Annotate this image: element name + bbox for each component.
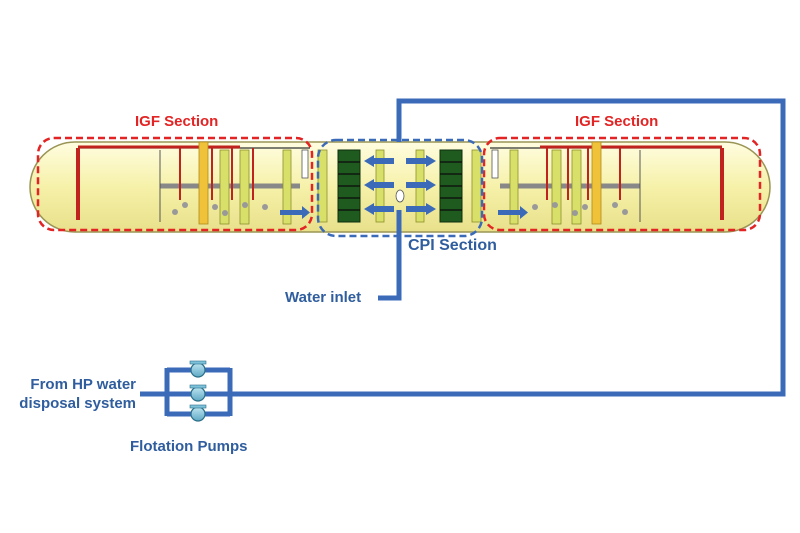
flotation-pumps-label: Flotation Pumps xyxy=(130,438,248,455)
igf-right-internals xyxy=(490,141,724,225)
pump-icon xyxy=(189,360,207,378)
from-hp-water-label: From HP water disposal system xyxy=(8,375,136,413)
igf-left-label: IGF Section xyxy=(135,113,219,130)
pump-icon xyxy=(189,404,207,422)
cpi-label: CPI Section xyxy=(408,237,497,254)
from-hp-line1: From HP water xyxy=(30,376,136,393)
igf-left-internals xyxy=(76,141,310,225)
igf-right-label: IGF Section xyxy=(575,113,659,130)
igf-right-boundary xyxy=(482,136,762,232)
cpi-flow-arrows xyxy=(364,155,436,215)
from-hp-line2: disposal system xyxy=(19,395,136,412)
igf-left-boundary xyxy=(36,136,314,232)
piping xyxy=(140,98,786,417)
water-inlet-label: Water inlet xyxy=(285,289,362,306)
pump-icon xyxy=(189,384,207,402)
